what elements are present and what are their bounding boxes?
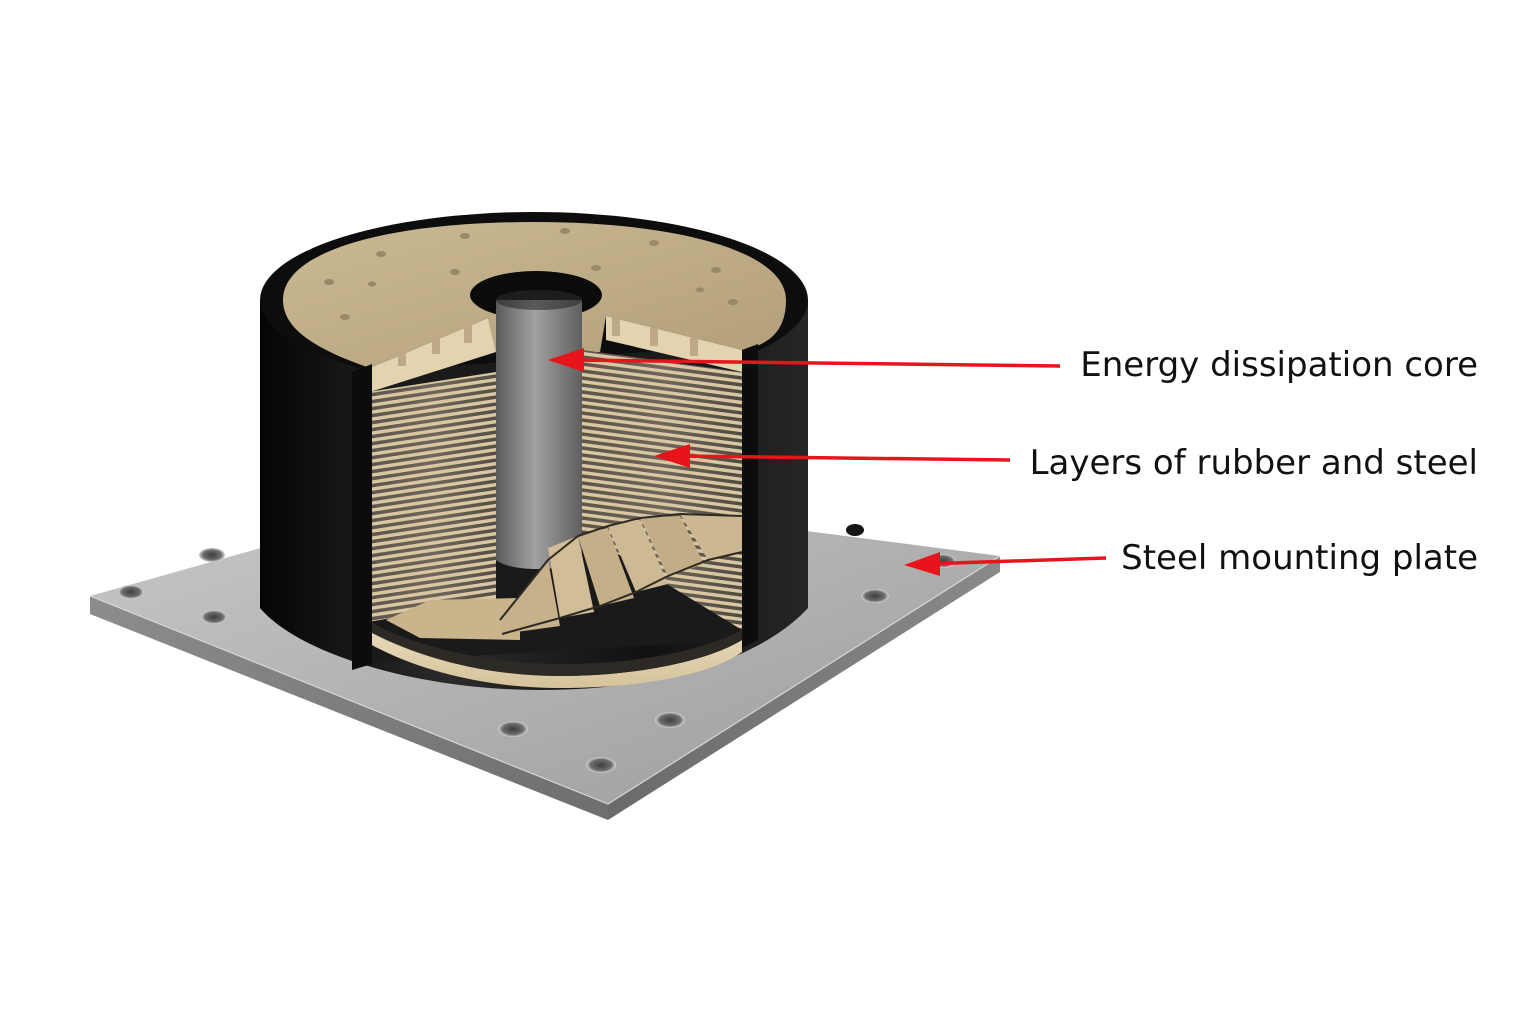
bolt-hole xyxy=(199,548,225,562)
plate-left-side xyxy=(90,596,608,820)
layer-stripe xyxy=(368,475,496,499)
layer-stripe xyxy=(368,426,496,450)
layer-stripe xyxy=(582,414,742,440)
layer-stripe xyxy=(582,456,742,482)
rubber-cut-faces xyxy=(352,344,758,670)
layer-stripe xyxy=(582,365,742,391)
layer-stripe xyxy=(368,454,496,478)
layer-stripe xyxy=(368,433,496,457)
layer-stripe xyxy=(368,573,496,597)
arrow-layers xyxy=(654,444,1011,468)
layer-stripe xyxy=(582,407,742,433)
layer-stripe xyxy=(368,440,496,464)
layer-stripe xyxy=(582,428,742,454)
layer-stripe xyxy=(368,468,496,492)
layer-stripe xyxy=(368,531,496,555)
bolt-hole xyxy=(201,610,227,624)
layer-stripe xyxy=(582,477,742,503)
bolt-hole xyxy=(586,757,616,773)
layer-stripe xyxy=(368,545,496,569)
layer-stripe xyxy=(582,351,742,377)
layer-stripe xyxy=(368,398,496,422)
energy-dissipation-core xyxy=(496,290,582,569)
layer-stripe xyxy=(582,463,742,489)
bolt-hole xyxy=(861,589,889,603)
layer-stripe xyxy=(368,482,496,506)
bolt-hole xyxy=(498,721,528,737)
layer-stripe xyxy=(582,491,742,517)
layer-stripe xyxy=(368,461,496,485)
layer-stripe xyxy=(582,386,742,412)
layer-stripe xyxy=(368,419,496,443)
label-steel-mounting-plate: Steel mounting plate xyxy=(1121,538,1478,578)
layer-stripe xyxy=(368,587,496,611)
label-rubber-steel-layers: Layers of rubber and steel xyxy=(1029,443,1478,483)
layer-stripe xyxy=(582,358,742,384)
layer-stripe xyxy=(368,503,496,527)
label-energy-dissipation-core: Energy dissipation core xyxy=(1080,345,1478,385)
layer-stripe xyxy=(368,524,496,548)
layer-stripe xyxy=(368,377,496,401)
layer-stripe xyxy=(582,470,742,496)
layer-stripe xyxy=(582,372,742,398)
layer-stripe xyxy=(368,517,496,541)
layer-stripe xyxy=(368,580,496,604)
plate-right-side xyxy=(608,556,1000,820)
layer-stripe xyxy=(582,449,742,475)
layer-stripe xyxy=(368,447,496,471)
layer-stripe xyxy=(368,384,496,408)
bolt-hole xyxy=(846,524,864,536)
callout-arrows xyxy=(548,348,1107,576)
layer-stripe xyxy=(368,552,496,576)
layer-stripe xyxy=(368,391,496,415)
layer-stripe xyxy=(368,538,496,562)
layer-stripe xyxy=(582,379,742,405)
arrow-core xyxy=(548,348,1061,372)
bolt-hole xyxy=(655,712,685,728)
layer-stripe xyxy=(582,393,742,419)
core-cylinder xyxy=(496,300,582,569)
bottom-steel-plates xyxy=(370,512,743,688)
arrow-plate xyxy=(904,552,1107,576)
bolt-holes xyxy=(118,524,956,773)
layer-stripe xyxy=(368,489,496,513)
layer-stripe xyxy=(368,566,496,590)
bolt-hole xyxy=(118,585,144,599)
layer-stripe xyxy=(368,412,496,436)
layer-stripe xyxy=(582,400,742,426)
layer-stripe xyxy=(582,421,742,447)
layer-stripe xyxy=(368,496,496,520)
layer-stripe xyxy=(368,405,496,429)
layer-stripe xyxy=(582,484,742,510)
layer-stripe xyxy=(368,559,496,583)
layer-stripe xyxy=(368,510,496,534)
